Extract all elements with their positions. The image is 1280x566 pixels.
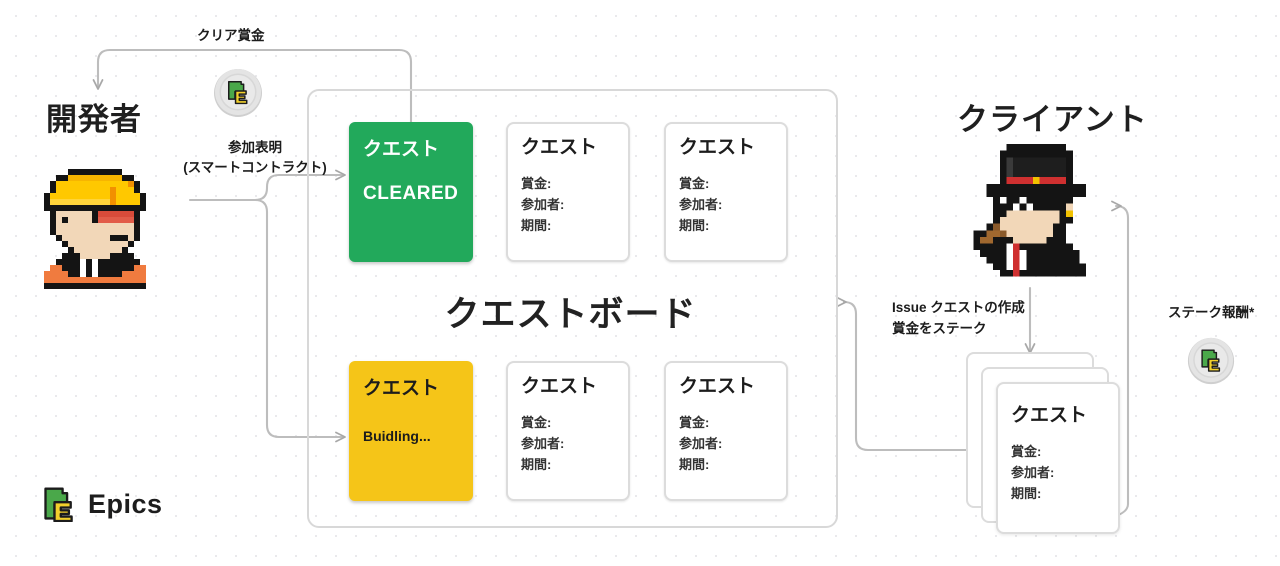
quest-card-building-title: クエスト: [363, 378, 440, 399]
quest-card-fields: 賞金: 参加者: 期間:: [679, 173, 773, 236]
quest-field-participants: 参加者:: [521, 435, 565, 451]
quest-card[interactable]: クエスト 賞金: 参加者: 期間:: [506, 122, 630, 262]
quest-card-title: クエスト: [679, 376, 756, 397]
brand-logo-lockup: Epics: [42, 486, 163, 522]
label-stake-bounty: 賞金をステーク: [892, 321, 987, 336]
quest-field-participants: 参加者:: [679, 435, 723, 451]
label-stake-reward: ステーク報酬*: [1168, 305, 1255, 320]
quest-field-period: 期間:: [679, 456, 710, 472]
client-title: クライアント: [957, 102, 1148, 137]
quest-field-period: 期間:: [521, 217, 552, 233]
quest-board-panel: [307, 89, 838, 528]
quest-card-fields: 賞金: 参加者: 期間:: [521, 412, 615, 475]
label-participate-line1: 参加表明: [228, 140, 282, 155]
quest-card-fields: 賞金: 参加者: 期間:: [521, 173, 615, 236]
quest-card-title: クエスト: [1011, 405, 1088, 426]
quest-field-participants: 参加者:: [1011, 464, 1055, 480]
quest-card-title: クエスト: [679, 137, 756, 158]
quest-card[interactable]: クエスト 賞金: 参加者: 期間:: [664, 122, 788, 262]
quest-field-period: 期間:: [1011, 485, 1042, 501]
quest-card-title: クエスト: [521, 137, 598, 158]
developer-title: 開発者: [46, 102, 142, 137]
pixel-client-avatar: [973, 144, 1087, 277]
quest-field-bounty: 賞金:: [521, 414, 552, 430]
quest-card-cleared-title: クエスト: [363, 139, 440, 160]
quest-card-fields: 賞金: 参加者: 期間:: [1011, 441, 1105, 504]
brand-name: Epics: [88, 488, 163, 519]
quest-field-participants: 参加者:: [679, 196, 723, 212]
quest-card-fields: 賞金: 参加者: 期間:: [679, 412, 773, 475]
quest-card-building-state: Buidling...: [363, 427, 431, 444]
pixel-developer-avatar: [44, 169, 146, 289]
epics-coin-icon: [214, 69, 262, 117]
quest-board-title: クエストボード: [444, 295, 697, 334]
quest-card-stack-front[interactable]: クエスト 賞金: 参加者: 期間:: [996, 382, 1120, 534]
quest-card[interactable]: クエスト 賞金: 参加者: 期間:: [664, 361, 788, 501]
quest-card-cleared[interactable]: クエスト CLEARED: [349, 122, 473, 262]
epics-logo-icon: [44, 487, 73, 522]
quest-card-title: クエスト: [521, 376, 598, 397]
label-clear-reward: クリア賞金: [197, 28, 265, 43]
label-participate: 参加表明 (スマートコントラクト): [180, 138, 330, 179]
label-participate-line2: (スマートコントラクト): [183, 160, 327, 176]
quest-card-building[interactable]: クエスト Buidling...: [349, 361, 473, 501]
label-issue-create: Issue クエストの作成: [892, 300, 1025, 315]
quest-field-bounty: 賞金:: [521, 175, 552, 191]
quest-field-bounty: 賞金:: [679, 414, 710, 430]
quest-field-period: 期間:: [521, 456, 552, 472]
quest-field-participants: 参加者:: [521, 196, 565, 212]
quest-card[interactable]: クエスト 賞金: 参加者: 期間:: [506, 361, 630, 501]
quest-card-cleared-state: CLEARED: [363, 182, 459, 204]
epics-coin-icon: [1187, 337, 1235, 385]
quest-field-bounty: 賞金:: [679, 175, 710, 191]
quest-field-bounty: 賞金:: [1011, 443, 1042, 459]
quest-field-period: 期間:: [679, 217, 710, 233]
